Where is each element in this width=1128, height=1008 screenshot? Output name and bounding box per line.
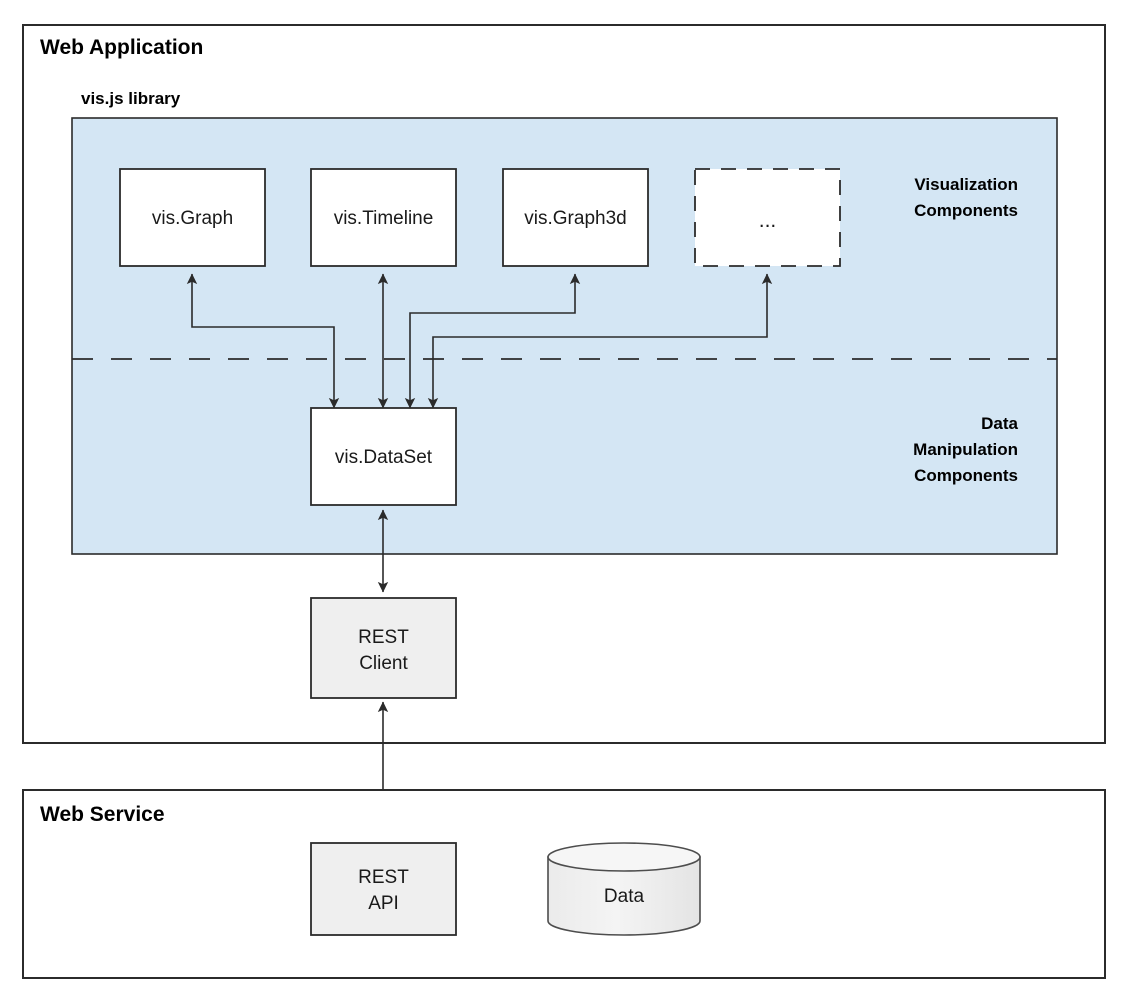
node-vis-graph-box[interactable]	[119, 168, 266, 267]
node-rest-api-box[interactable]	[310, 842, 457, 936]
node-data-store-label: Data	[604, 886, 645, 907]
node-vis-graph3d-label: vis.Graph3d	[524, 208, 626, 229]
node-more-components[interactable]: ...	[694, 168, 841, 267]
node-vis-dataset-box[interactable]	[310, 407, 457, 506]
node-vis-graph-label: vis.Graph	[152, 208, 233, 229]
node-vis-graph3d-box[interactable]	[502, 168, 649, 267]
label-visualization-components-line2: Components	[914, 201, 1018, 220]
frame-title-web-application: Web Application	[40, 36, 203, 59]
node-rest-client[interactable]: REST Client	[310, 597, 457, 699]
node-data-store[interactable]: Data	[547, 842, 701, 936]
node-vis-dataset[interactable]: vis.DataSet	[310, 407, 457, 506]
label-data-manipulation-line2: Manipulation	[913, 440, 1018, 459]
connector-graph-dataset	[186, 273, 340, 409]
node-vis-graph[interactable]: vis.Graph	[119, 168, 266, 267]
label-visualization-components-line1: Visualization	[914, 175, 1018, 194]
library-title: vis.js library	[81, 89, 181, 108]
label-visualization-components: Visualization Components	[914, 175, 1018, 220]
node-data-store-top	[547, 842, 701, 872]
node-rest-api-label-line2: API	[368, 893, 399, 914]
node-rest-api[interactable]: REST API	[310, 842, 457, 936]
node-vis-dataset-label: vis.DataSet	[335, 447, 433, 468]
node-vis-timeline[interactable]: vis.Timeline	[310, 168, 457, 267]
node-vis-timeline-label: vis.Timeline	[334, 208, 434, 229]
label-data-manipulation-line1: Data	[981, 414, 1018, 433]
node-vis-timeline-box[interactable]	[310, 168, 457, 267]
frame-title-web-service: Web Service	[40, 803, 165, 826]
node-rest-client-label-line1: REST	[358, 627, 409, 648]
node-more-components-box[interactable]	[694, 168, 841, 267]
node-more-components-label: ...	[759, 209, 777, 232]
label-data-manipulation-components: Data Manipulation Components	[913, 414, 1018, 485]
node-data-store-body[interactable]	[547, 856, 701, 936]
connector-more-dataset	[427, 273, 773, 409]
node-rest-client-box[interactable]	[310, 597, 457, 699]
label-data-manipulation-line3: Components	[914, 466, 1018, 485]
node-rest-client-label-line2: Client	[359, 653, 408, 674]
node-vis-graph3d[interactable]: vis.Graph3d	[502, 168, 649, 267]
node-rest-api-label-line1: REST	[358, 867, 409, 888]
